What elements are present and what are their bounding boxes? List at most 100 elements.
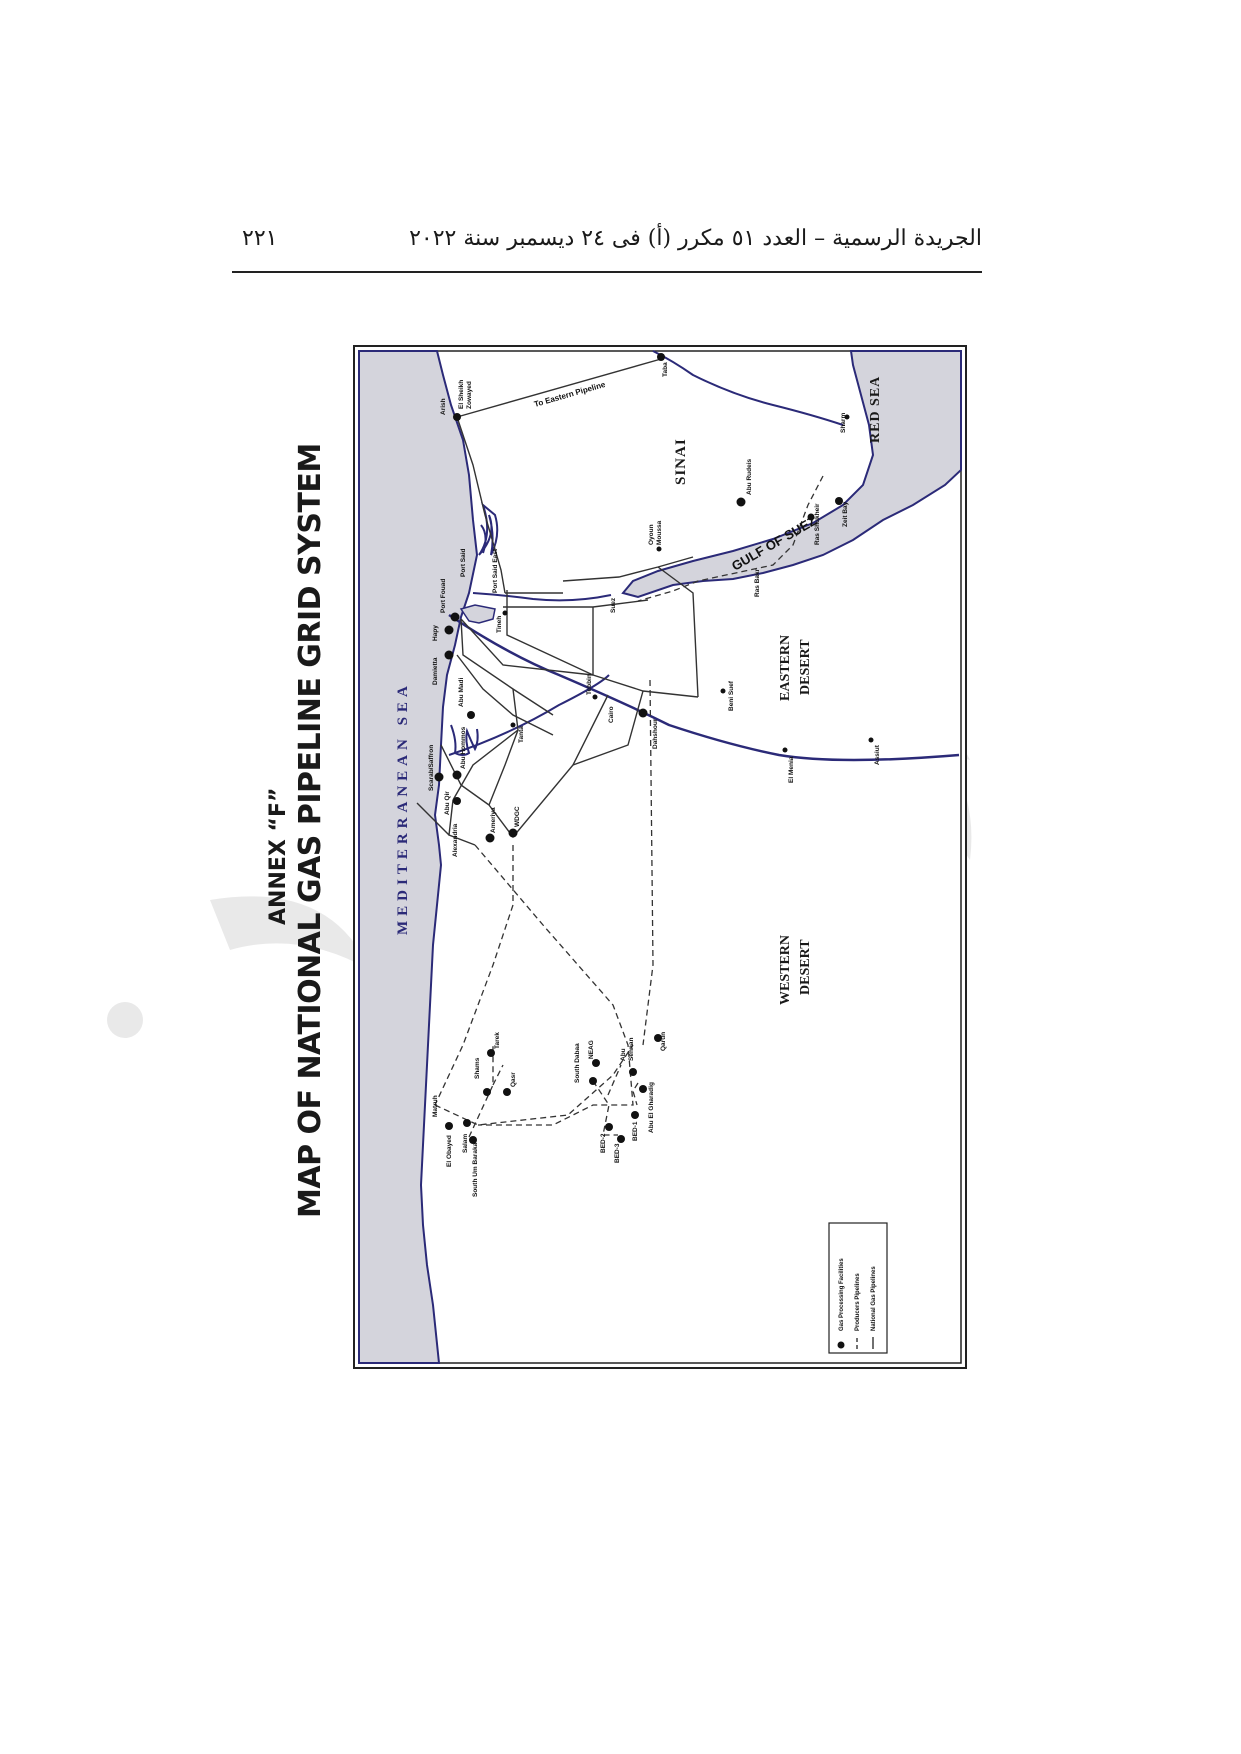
city-oyoun-moussa bbox=[656, 546, 662, 552]
gulf-of-suez-red-sea bbox=[621, 350, 962, 599]
nile-rosetta-branch bbox=[448, 674, 610, 756]
facility-abu-qir bbox=[453, 797, 461, 805]
label-port-fouad: Port Fouad bbox=[440, 579, 447, 613]
label-port-said: Port Said bbox=[460, 548, 467, 577]
label-qasr: Qasr bbox=[510, 1072, 517, 1087]
national-gas-pipelines bbox=[416, 358, 699, 846]
label-abu: Abu bbox=[620, 1048, 627, 1061]
label-western-desert-2: DESERT bbox=[798, 939, 813, 995]
suez-lakes bbox=[459, 604, 496, 624]
header-rule bbox=[232, 271, 982, 273]
facility-south-dabaa bbox=[589, 1077, 597, 1085]
facility-tarek bbox=[487, 1049, 495, 1057]
label-oyoun: Oyoun bbox=[648, 524, 655, 545]
label-sinai: SINAI bbox=[673, 438, 689, 485]
label-shams: Shams bbox=[474, 1057, 481, 1079]
gas-processing-facilities bbox=[434, 353, 874, 1144]
label-moussa: Moussa bbox=[656, 520, 663, 545]
facility-wdgc bbox=[508, 828, 518, 838]
legend-label-facilities: Gas Processing Facilities bbox=[839, 1258, 845, 1331]
label-western-desert-1: WESTERN bbox=[778, 935, 793, 1005]
nile-river bbox=[448, 613, 960, 762]
lake-burullus bbox=[450, 724, 479, 756]
label-abu-madi: Abu Madi bbox=[458, 678, 465, 707]
label-zeit-bay: Zeit Bay bbox=[842, 501, 849, 527]
label-ameriya: Ameriya bbox=[490, 807, 497, 833]
label-abu-qir: Abu Qir bbox=[444, 791, 451, 815]
label-tarek: Tarek bbox=[494, 1032, 501, 1049]
city-assiut bbox=[868, 737, 874, 743]
facility-neag bbox=[592, 1059, 600, 1067]
label-ras-shukheir: Ras Shukheir bbox=[814, 503, 821, 545]
facility-abu-sennan bbox=[629, 1068, 637, 1076]
label-taba: Taba bbox=[662, 362, 669, 377]
pipeline-map-svg: MEDITERRANEAN SEA SINAI RED SEA EASTERN … bbox=[353, 345, 967, 1369]
facility-abu-hommos bbox=[452, 770, 462, 780]
facility-hapy bbox=[444, 625, 454, 635]
page-number: ٢٢١ bbox=[242, 226, 278, 251]
facility-el-obayed bbox=[445, 1122, 453, 1130]
city-tineh bbox=[502, 610, 508, 616]
facility-abu-el-gharadig bbox=[639, 1085, 647, 1093]
label-abu-el-gharadig: Abu El Gharadig bbox=[648, 1082, 655, 1133]
legend-box bbox=[828, 1222, 888, 1354]
label-sharm: Sharm bbox=[840, 413, 847, 433]
label-qarun: Qarun bbox=[660, 1032, 667, 1051]
map-legend: Gas Processing Facilities Producers Pipe… bbox=[828, 1222, 888, 1354]
label-red-sea: RED SEA bbox=[868, 376, 883, 443]
label-neag: NEAG bbox=[588, 1040, 595, 1059]
label-tineh: Tineh bbox=[496, 616, 503, 633]
legend-label-producers: Producers Pipelines bbox=[855, 1273, 861, 1331]
label-mediterranean-sea: MEDITERRANEAN SEA bbox=[395, 681, 411, 935]
annex-title: ANNEX “F” bbox=[266, 787, 291, 925]
label-ras-bakr: Ras Bakr bbox=[754, 568, 761, 597]
label-south-dabaa: South Dabaa bbox=[574, 1043, 581, 1083]
facility-south-um-baraka bbox=[469, 1136, 477, 1144]
city-sharm bbox=[844, 414, 850, 420]
label-cairo: Cairo bbox=[608, 706, 615, 723]
label-south-um-baraka: South Um Baraka bbox=[472, 1142, 479, 1197]
label-alexandria: Alexandria bbox=[452, 823, 459, 857]
label-zowayed: Zowayed bbox=[466, 381, 473, 409]
label-suez: Suez bbox=[610, 597, 617, 613]
label-bed-1: BED-1 bbox=[632, 1121, 639, 1141]
facility-taba bbox=[657, 353, 665, 361]
legend-dot-icon bbox=[837, 1341, 845, 1349]
label-port-said-east: Port Said East bbox=[492, 548, 499, 593]
facility-shams bbox=[483, 1088, 491, 1096]
city-beni-suef bbox=[720, 688, 726, 694]
facility-dahshour bbox=[638, 708, 648, 718]
place-labels: Arish El Sheikh Zowayed Taba Sharm Port … bbox=[428, 362, 881, 1197]
page-header: الجريدة الرسمية – العدد ٥١ مكرر (أ) فى ٢… bbox=[232, 226, 982, 266]
facility-abu-rudeis bbox=[736, 497, 746, 507]
label-salam: Salam bbox=[462, 1134, 469, 1153]
label-eastern-desert-1: EASTERN bbox=[778, 635, 793, 701]
mediterranean-sea bbox=[358, 350, 479, 1364]
label-hapy: Hapy bbox=[432, 625, 439, 641]
label-wdgc: WDGC bbox=[514, 806, 521, 827]
facility-bed-2 bbox=[605, 1123, 613, 1131]
label-matruh: Matruh bbox=[432, 1095, 439, 1117]
legend-label-national: National Gas Pipelines bbox=[871, 1266, 877, 1331]
facility-zeit-bay bbox=[835, 497, 843, 505]
label-el-sheikh: El Sheikh bbox=[458, 380, 465, 409]
facility-bed-1 bbox=[631, 1111, 639, 1119]
facility-port-fouad bbox=[450, 612, 460, 622]
label-dahshour: Dahshour bbox=[652, 718, 659, 749]
facility-qarun bbox=[654, 1034, 662, 1042]
pipeline-map: MEDITERRANEAN SEA SINAI RED SEA EASTERN … bbox=[353, 345, 967, 1369]
label-abu-rudeis: Abu Rudeis bbox=[746, 459, 753, 495]
lake-manzala bbox=[478, 501, 499, 556]
city-tanta bbox=[510, 722, 516, 728]
facility-salam bbox=[463, 1119, 471, 1127]
facility-damietta bbox=[444, 650, 454, 660]
label-el-menia: El Menia bbox=[788, 756, 795, 783]
label-damietta: Damietta bbox=[432, 657, 439, 685]
label-tanta: Tanta bbox=[518, 726, 525, 743]
label-el-obayed: El Obayed bbox=[446, 1135, 453, 1167]
city-tebbin bbox=[592, 694, 598, 700]
label-tebbin: Tebbin bbox=[586, 674, 593, 695]
city-el-menia bbox=[782, 747, 788, 753]
label-assiut: Assiut bbox=[874, 744, 881, 765]
label-eastern-desert-2: DESERT bbox=[798, 639, 813, 695]
